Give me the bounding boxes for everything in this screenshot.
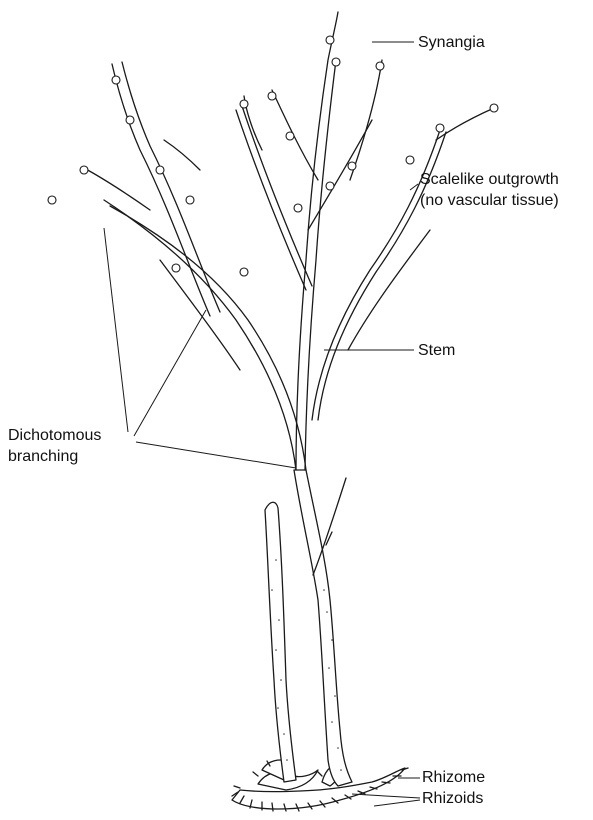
branches [84,12,494,470]
label-scalelike-note: (no vascular tissue) [420,191,559,211]
label-dichotomous: Dichotomous [8,426,101,446]
leader-lines [104,42,420,806]
aerial-stems [265,470,352,786]
label-synangia: Synangia [418,33,485,53]
leader-dichotomous-1 [104,228,128,432]
label-stem: Stem [418,341,455,361]
leader-dichotomous-2 [134,310,206,436]
label-branching: branching [8,447,78,467]
leader-dichotomous-3 [136,442,296,468]
leader-rhizoids-2 [374,800,420,806]
label-rhizoids: Rhizoids [422,789,483,809]
label-rhizome: Rhizome [422,768,485,788]
rhizome [232,760,405,809]
leader-rhizoids-1 [352,794,420,798]
label-scalelike-outgrowth: Scalelike outgrowth [420,170,559,190]
